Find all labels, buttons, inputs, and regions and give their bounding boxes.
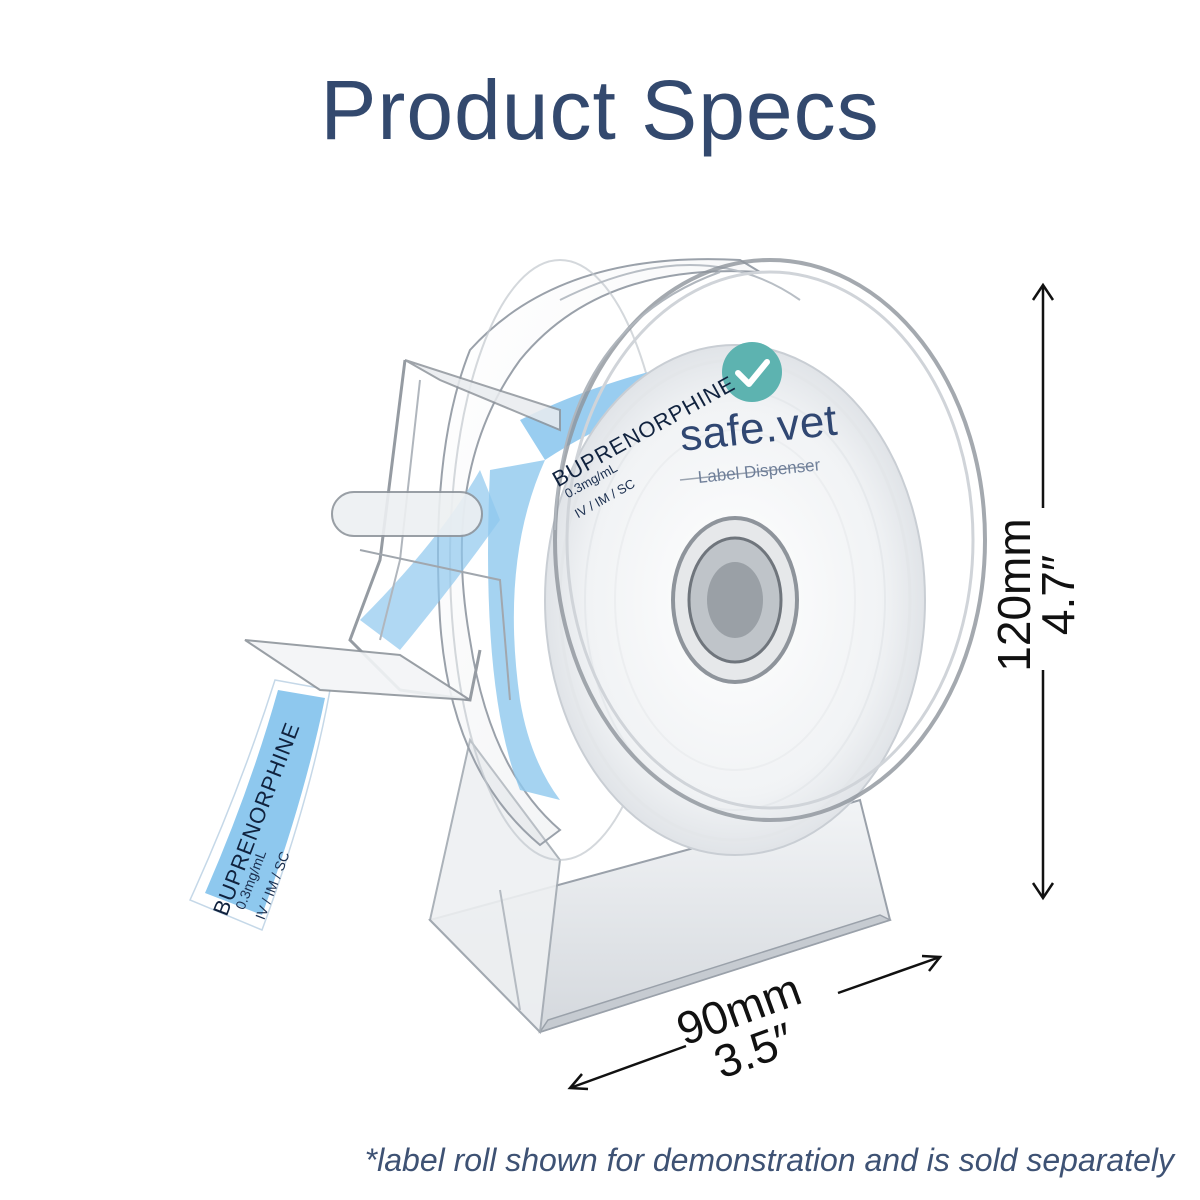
- front-rim: [553, 258, 987, 822]
- page-title: Product Specs: [320, 63, 880, 157]
- brand-divider: [679, 465, 813, 481]
- width-dimension-arrow: [567, 954, 943, 1091]
- cutter-frame: [244, 359, 561, 702]
- height-dimension-label: 120mm 4.7″: [988, 510, 1102, 680]
- check-icon: [722, 342, 782, 402]
- footnote: *label roll shown for demonstration and …: [364, 1142, 1174, 1178]
- height-metric: 120mm: [988, 518, 1040, 672]
- height-imperial: 4.7″: [1032, 554, 1084, 636]
- height-dimension-arrow: [1031, 282, 1055, 901]
- dispenser-base: [428, 737, 892, 1035]
